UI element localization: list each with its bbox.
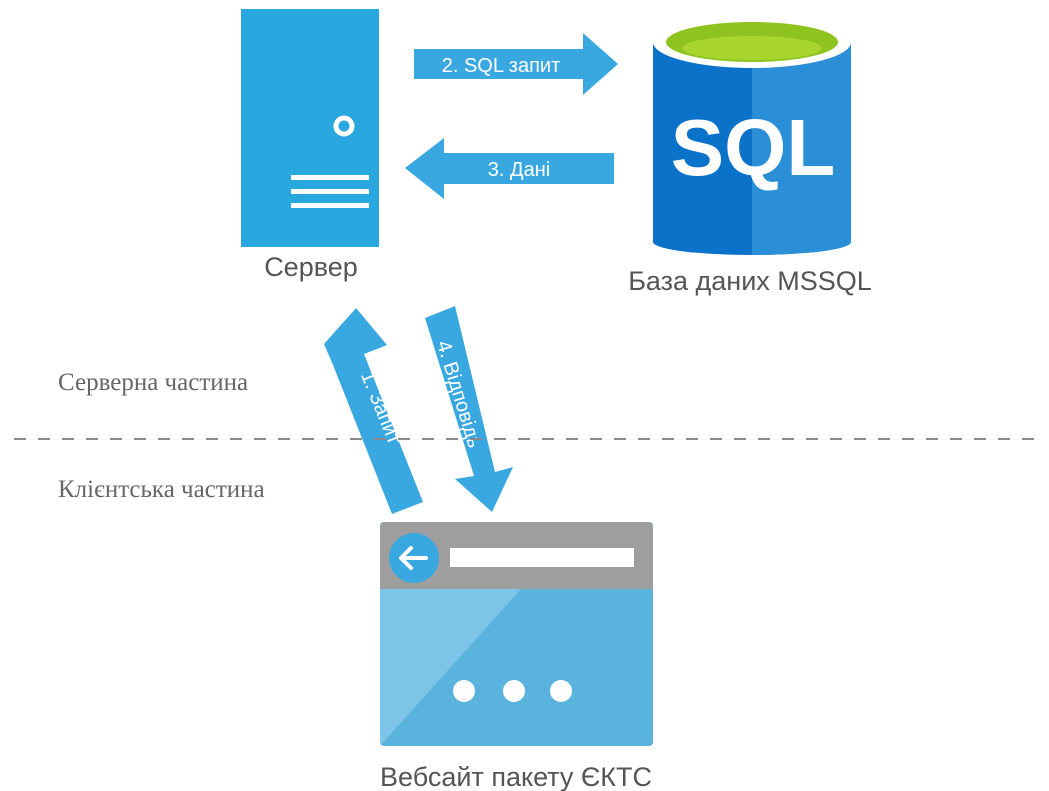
database-icon-text: SQL — [671, 103, 835, 192]
client-side-label: Клієнтська частина — [58, 476, 265, 503]
sql-request-arrow-label: 2. SQL запит — [442, 55, 561, 77]
response-arrow: 4. Відповідь — [425, 306, 513, 512]
database-label: База даних MSSQL — [628, 266, 872, 296]
server-side-label: Серверна частина — [58, 369, 248, 396]
server-label: Сервер — [264, 252, 358, 282]
data-arrow: 3. Дані — [405, 138, 614, 199]
address-bar — [450, 548, 634, 567]
database-icon: SQL — [653, 16, 851, 255]
browser-window-icon — [380, 522, 653, 746]
data-arrow-label: 3. Дані — [488, 159, 550, 181]
server-icon — [241, 9, 379, 247]
request-arrow: 1. Запит — [324, 308, 423, 514]
sql-request-arrow: 2. SQL запит — [414, 33, 618, 95]
response-arrow-label: 4. Відповідь — [432, 338, 485, 450]
website-label: Вебсайт пакету ЄКТС — [380, 762, 652, 791]
